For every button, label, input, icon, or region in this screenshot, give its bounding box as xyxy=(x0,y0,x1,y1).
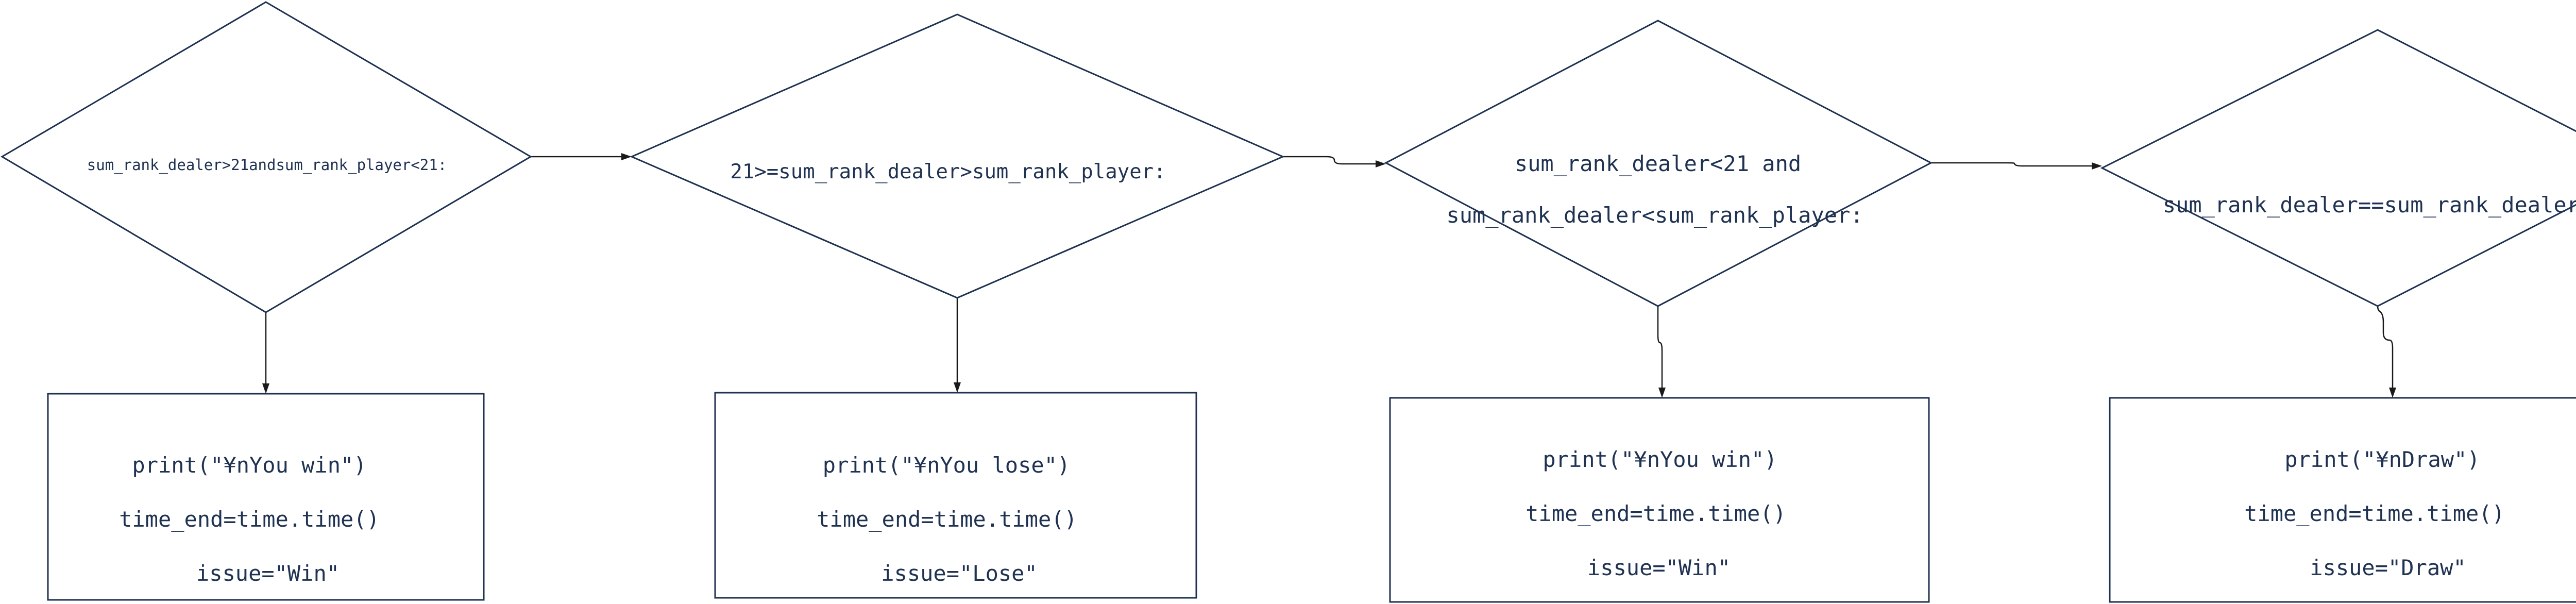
action-box xyxy=(1389,397,1930,603)
connector-decision2-to-decision3 xyxy=(1283,156,1379,165)
action-line-2: time_end=time.time() xyxy=(1526,501,1786,526)
arrowhead-action4 xyxy=(2389,388,2396,398)
decision-condition: sum_rank_dealer>21andsum_rank_player<21: xyxy=(87,156,447,174)
action-4: print("¥nDraw") time_end=time.time() iss… xyxy=(2109,397,2576,603)
action-line-1: print("¥nDraw") xyxy=(2284,447,2480,472)
decision-diamond xyxy=(1,1,532,313)
action-1: print("¥nYou win") time_end=time.time() … xyxy=(47,393,485,601)
decision-condition: sum_rank_dealer==sum_rank_dealer: xyxy=(2163,192,2576,217)
action-box xyxy=(47,393,485,601)
decision-condition-line-1: sum_rank_dealer<21 and xyxy=(1515,151,1801,176)
action-line-2: time_end=time.time() xyxy=(2244,501,2505,526)
connectors xyxy=(262,153,2396,398)
action-line-3: issue="Lose" xyxy=(881,561,1037,586)
connector-decision3-to-decision4 xyxy=(1931,162,2095,167)
action-line-3: issue="Win" xyxy=(196,561,340,586)
action-line-3: issue="Draw" xyxy=(2310,555,2466,580)
arrowhead-action1 xyxy=(262,383,269,394)
action-2: print("¥nYou lose") time_end=time.time()… xyxy=(714,392,1197,599)
action-line-1: print("¥nYou win") xyxy=(132,452,366,478)
decision-condition-line-2: sum_rank_dealer<sum_rank_player: xyxy=(1446,203,1863,228)
decision-3: sum_rank_dealer<21 and sum_rank_dealer<s… xyxy=(1384,20,1933,307)
decision-diamond xyxy=(1384,20,1933,307)
arrowhead-action3 xyxy=(1658,388,1666,398)
action-line-1: print("¥nYou win") xyxy=(1543,447,1777,472)
arrowhead-decision3 xyxy=(1376,160,1386,167)
action-box xyxy=(714,392,1197,599)
action-box xyxy=(2109,397,2576,603)
action-line-1: print("¥nYou lose") xyxy=(823,452,1070,478)
action-line-3: issue="Win" xyxy=(1587,555,1731,580)
decision-1: sum_rank_dealer>21andsum_rank_player<21: xyxy=(1,1,532,313)
decision-2: 21>=sum_rank_dealer>sum_rank_player: xyxy=(630,13,1285,299)
arrowhead-decision2 xyxy=(621,153,632,160)
connector-decision4-to-action4 xyxy=(2377,306,2394,391)
decision-diamond xyxy=(2100,29,2576,307)
action-line-2: time_end=time.time() xyxy=(119,507,380,532)
arrowhead-decision4 xyxy=(2092,162,2102,170)
action-3: print("¥nYou win") time_end=time.time() … xyxy=(1389,397,1930,603)
arrowhead-action2 xyxy=(954,382,961,393)
connector-decision3-to-action3 xyxy=(1657,306,1663,391)
action-line-2: time_end=time.time() xyxy=(817,507,1077,532)
decision-condition: 21>=sum_rank_dealer>sum_rank_player: xyxy=(730,160,1165,183)
decision-diamond xyxy=(630,13,1285,299)
decision-4: sum_rank_dealer==sum_rank_dealer: xyxy=(2100,29,2576,307)
